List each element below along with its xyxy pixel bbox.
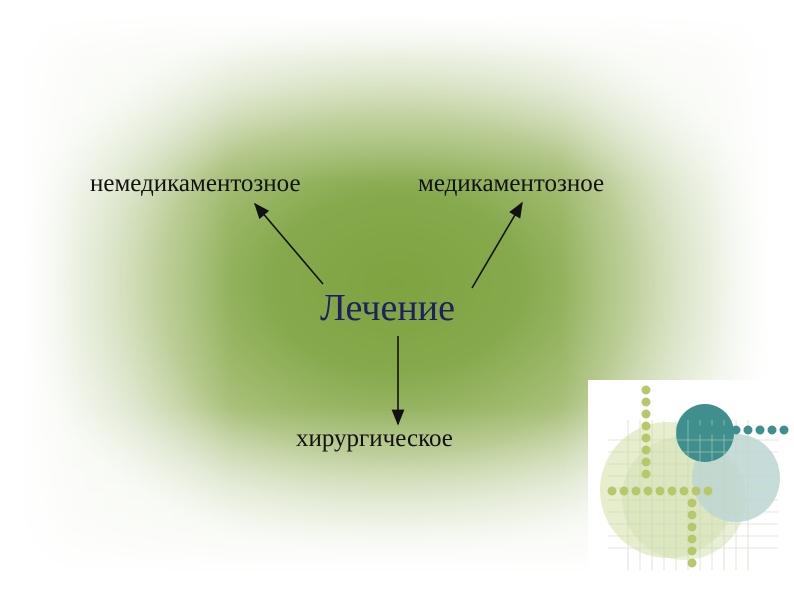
center-label-treatment: Лечение: [320, 287, 455, 329]
arrow-to-non-drug: [253, 202, 324, 285]
slide-background: [22, 14, 770, 576]
decorative-circles-graphic: [588, 380, 794, 570]
arrow-to-drug: [471, 201, 523, 289]
branch-label-non-drug: немедикаментозное: [90, 170, 301, 197]
branch-label-drug: медикаментозное: [418, 170, 605, 197]
branch-label-surgical: хирургическое: [296, 425, 453, 452]
